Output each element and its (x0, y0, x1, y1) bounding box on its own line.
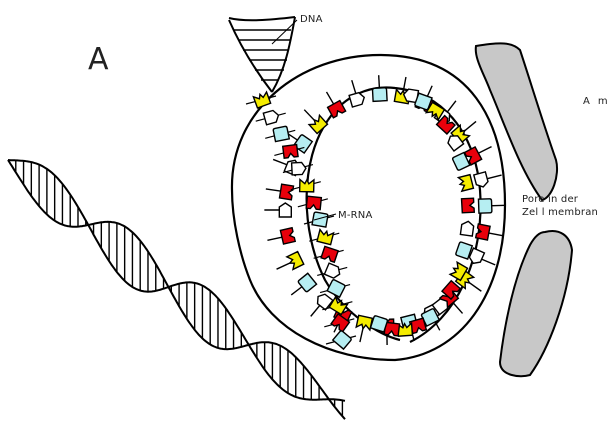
nucleotide (283, 145, 298, 159)
panel-letter: A (88, 42, 109, 77)
nucleotide (306, 196, 321, 209)
nucleotide (298, 273, 317, 292)
nucleotide (458, 175, 473, 192)
pore-label-line1: Pore in der (522, 194, 579, 205)
helix-backbone-a (8, 160, 345, 419)
nucleotide (321, 246, 338, 262)
nucleotide (300, 180, 314, 192)
nucleotide (292, 162, 307, 175)
nucleotide (273, 126, 289, 142)
membrane-upper (476, 43, 557, 200)
nucleotide (462, 198, 475, 213)
nucleotide (279, 184, 293, 200)
pore-label-line2: Zel l membran (522, 207, 598, 218)
am-label: A m (583, 96, 608, 107)
rna-strand (232, 55, 506, 360)
nucleotide (460, 221, 474, 237)
nucleotide (372, 88, 387, 102)
dna-label: DNA (300, 14, 323, 25)
helix-backbone-b (8, 160, 345, 401)
nucleotide (317, 230, 334, 245)
dna-fragment-upper (229, 17, 297, 92)
nucleotide (349, 92, 366, 107)
nucleotide (279, 203, 291, 217)
nucleotide (324, 263, 342, 280)
membrane-lower (500, 231, 572, 376)
dna-double-helix (8, 160, 345, 419)
nucleotide (474, 172, 489, 189)
nucleotide (478, 199, 491, 213)
mrna-label: M-RNA (338, 210, 373, 221)
nucleotide (263, 109, 280, 124)
nucleotide (280, 228, 295, 244)
nucleotide (333, 330, 352, 349)
nucleotide (327, 279, 345, 297)
nucleotide (253, 92, 270, 108)
nucleotide (287, 252, 304, 270)
